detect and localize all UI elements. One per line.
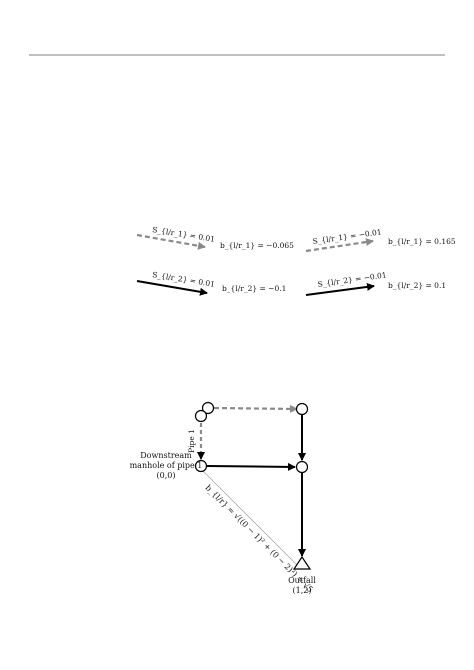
network-diagram: Pipe 1 Downstream manhole of pipe 1 (0,0… bbox=[130, 401, 316, 595]
b-label-bottom-right: b_{l/r_2} = 0.1 bbox=[388, 281, 446, 290]
outfall-label: Outfall bbox=[288, 576, 316, 585]
dashed-arrow-top-right bbox=[305, 238, 374, 253]
downstream-label-line2: manhole of pipe 1 bbox=[130, 461, 203, 470]
solid-arrow-bottom-right bbox=[305, 282, 375, 296]
manhole-middle-right bbox=[295, 460, 309, 474]
manhole-downstream-pipe-1 bbox=[194, 459, 208, 473]
pipe-1-label: Pipe 1 bbox=[187, 429, 196, 453]
dashed-arrow-top-left bbox=[136, 233, 206, 250]
b-label-top-right: b_{l/r_1} = 0.165 bbox=[388, 237, 456, 246]
slope-arrows-panel: S_{l/r_1} = 0.01 b_{l/r_1} = −0.065 S_{l… bbox=[136, 225, 456, 296]
downstream-coord: (0,0) bbox=[157, 471, 176, 480]
solid-pipe-middle bbox=[206, 462, 296, 471]
outfall-triangle-icon bbox=[292, 555, 312, 570]
slope-label-top-left: S_{l/r_1} = 0.01 bbox=[152, 225, 216, 244]
outfall-coord: (1,2) bbox=[293, 586, 312, 595]
slope-label-top-right: S_{l/r_1} = −0.01 bbox=[312, 227, 382, 246]
manhole-top-left-outer bbox=[201, 401, 215, 415]
manhole-top-right bbox=[295, 402, 309, 416]
downstream-label-line1: Downstream bbox=[140, 451, 192, 460]
dashed-pipe-top bbox=[213, 404, 298, 413]
b-label-top-left: b_{l/r_1} = −0.065 bbox=[220, 241, 294, 250]
b-label-bottom-left: b_{l/r_2} = −0.1 bbox=[222, 284, 286, 293]
solid-arrow-bottom-left bbox=[136, 280, 208, 296]
distance-line bbox=[201, 469, 299, 567]
slope-label-bottom-right: S_{l/r_2} = −0.01 bbox=[317, 270, 387, 289]
manhole-top-left-inner bbox=[194, 409, 208, 423]
